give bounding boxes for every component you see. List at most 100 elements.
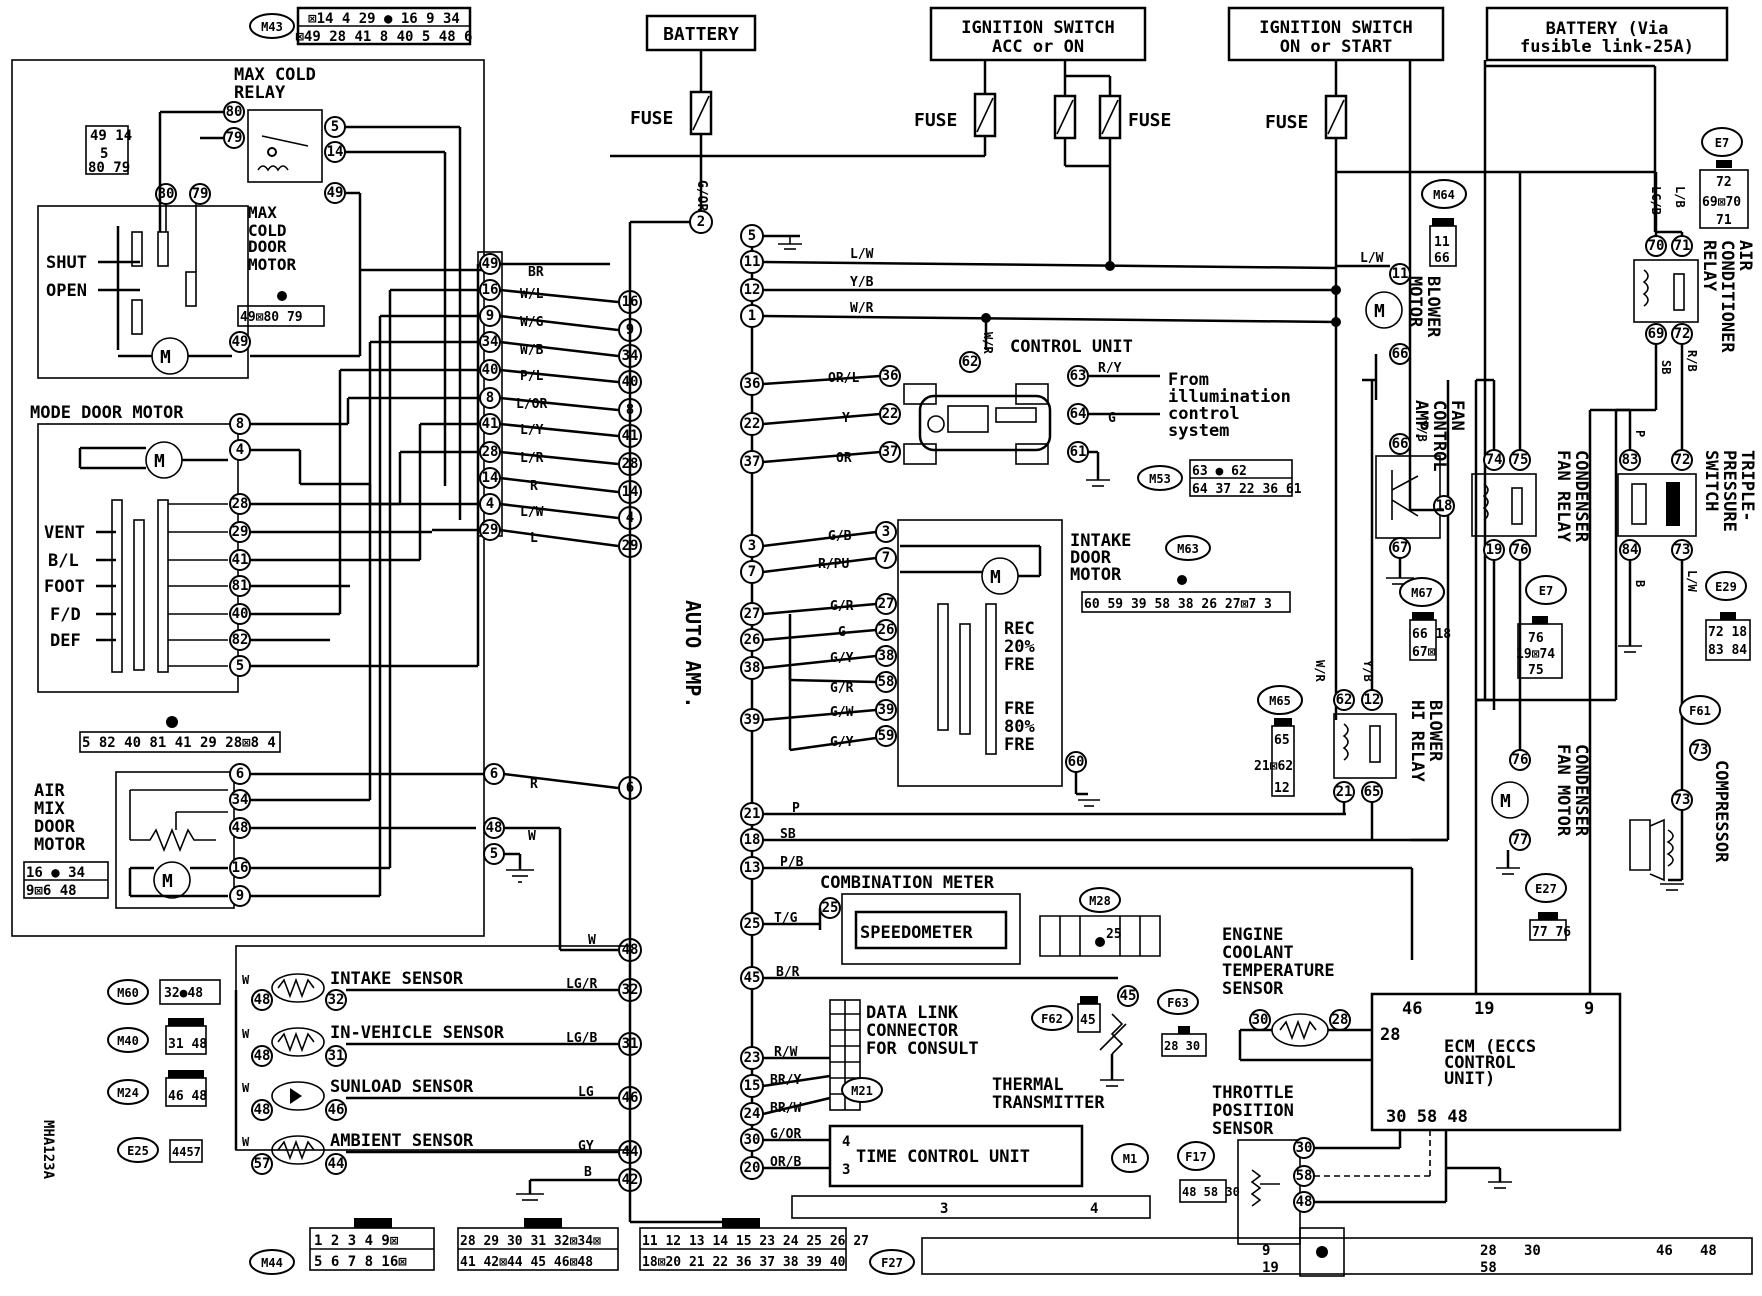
svg-text:4: 4 <box>1090 1201 1098 1217</box>
svg-text:CONTROL: CONTROL <box>1444 1053 1516 1073</box>
svg-text:G/Y: G/Y <box>830 735 854 750</box>
svg-text:28: 28 <box>232 496 249 512</box>
max-cold-wiring <box>158 110 488 520</box>
svg-text:L/W: L/W <box>520 505 544 520</box>
svg-text:M21: M21 <box>851 1084 873 1098</box>
svg-text:2: 2 <box>697 214 705 230</box>
svg-text:M65: M65 <box>1269 694 1291 708</box>
svg-text:⊠14 4 29 ● 16 9 34: ⊠14 4 29 ● 16 9 34 <box>308 11 460 27</box>
svg-text:MOTOR: MOTOR <box>1405 276 1425 328</box>
svg-text:5: 5 <box>748 228 756 244</box>
svg-text:F62: F62 <box>1041 1012 1063 1026</box>
svg-text:L/Y: L/Y <box>520 423 544 438</box>
svg-text:illumination: illumination <box>1168 387 1291 407</box>
svg-text:SENSOR: SENSOR <box>1222 979 1284 999</box>
svg-text:46 48: 46 48 <box>168 1089 207 1104</box>
svg-text:MAX COLD: MAX COLD <box>234 65 316 85</box>
svg-text:AMBIENT SENSOR: AMBIENT SENSOR <box>330 1131 474 1151</box>
svg-text:80 79: 80 79 <box>88 160 130 176</box>
svg-text:W/R: W/R <box>981 332 995 354</box>
svg-text:37: 37 <box>882 444 899 460</box>
svg-text:M40: M40 <box>117 1034 139 1048</box>
svg-text:48: 48 <box>254 992 271 1008</box>
svg-text:M1: M1 <box>1123 1152 1137 1166</box>
svg-text:22: 22 <box>882 406 899 422</box>
svg-text:5 82 40 81 41 29 28⊠8 4: 5 82 40 81 41 29 28⊠8 4 <box>82 735 276 751</box>
svg-text:W: W <box>242 1081 250 1095</box>
auto-amp-left-connector: 49 16 9 34 40 8 41 28 14 4 29 <box>477 251 503 541</box>
svg-text:69⊠70: 69⊠70 <box>1702 195 1741 210</box>
svg-text:61: 61 <box>1070 444 1087 460</box>
svg-text:COMPRESSOR: COMPRESSOR <box>1711 760 1731 863</box>
svg-text:MOTOR: MOTOR <box>34 835 86 855</box>
svg-text:W: W <box>242 1135 250 1149</box>
svg-text:30: 30 <box>744 1132 761 1148</box>
time-control-unit: 4 3 TIME CONTROL UNIT G/OR OR/B M1 3 4 <box>763 1124 1151 1219</box>
svg-text:F/D: F/D <box>50 605 81 625</box>
ecm: 46 19 9 28 ECM (ECCS CONTROL UNIT) 30 58… <box>1370 380 1622 1132</box>
svg-text:9: 9 <box>236 888 244 904</box>
svg-text:28: 28 <box>482 444 499 460</box>
svg-text:14: 14 <box>327 144 344 160</box>
svg-text:46: 46 <box>328 1102 345 1118</box>
svg-text:9: 9 <box>1584 999 1594 1019</box>
svg-text:49: 49 <box>482 256 499 272</box>
svg-text:REC: REC <box>1004 619 1035 639</box>
svg-text:FUSE: FUSE <box>1128 110 1171 131</box>
svg-text:GY: GY <box>578 1139 594 1154</box>
open-label: OPEN <box>46 281 87 301</box>
svg-text:58: 58 <box>878 674 895 690</box>
svg-text:8: 8 <box>486 390 494 406</box>
svg-text:E25: E25 <box>127 1144 149 1158</box>
svg-text:system: system <box>1168 421 1229 441</box>
svg-text:BLOWER: BLOWER <box>1423 276 1443 338</box>
svg-text:G/OR: G/OR <box>770 1127 801 1142</box>
svg-text:DATA LINK: DATA LINK <box>866 1003 959 1023</box>
svg-text:79: 79 <box>226 130 243 146</box>
svg-text:3: 3 <box>882 524 890 540</box>
svg-text:L/OR: L/OR <box>516 397 547 412</box>
svg-text:80: 80 <box>158 186 175 202</box>
svg-text:M43: M43 <box>261 20 283 34</box>
svg-text:66: 66 <box>1392 436 1409 452</box>
svg-text:22: 22 <box>744 416 761 432</box>
svg-text:R/Y: R/Y <box>1098 361 1122 376</box>
svg-text:45: 45 <box>1120 988 1137 1004</box>
svg-text:LG: LG <box>578 1085 594 1100</box>
svg-text:E7: E7 <box>1715 136 1729 150</box>
svg-text:23: 23 <box>744 1050 761 1066</box>
svg-text:27: 27 <box>878 596 895 612</box>
shut-label: SHUT <box>46 253 87 273</box>
svg-text:MOTOR: MOTOR <box>1070 565 1122 585</box>
svg-text:FUSE: FUSE <box>914 110 957 131</box>
thermal-transmitter: B/R 45 THERMAL TRANSMITTER F62 45 <box>763 965 1139 1113</box>
svg-text:CONDENSER: CONDENSER <box>1571 450 1591 543</box>
svg-text:75: 75 <box>1528 663 1544 678</box>
svg-text:40: 40 <box>482 362 499 378</box>
svg-text:MOTOR: MOTOR <box>248 255 297 274</box>
svg-text:12: 12 <box>1274 781 1290 796</box>
svg-text:R/W: R/W <box>774 1045 798 1060</box>
auto-amp-label: AUTO AMP. <box>681 600 705 708</box>
svg-text:66: 66 <box>1434 251 1450 266</box>
svg-text:P/B: P/B <box>780 855 804 870</box>
svg-text:R: R <box>530 777 538 792</box>
svg-text:12: 12 <box>744 282 761 298</box>
svg-text:59: 59 <box>878 728 895 744</box>
svg-text:20: 20 <box>744 1160 761 1176</box>
svg-text:SENSOR: SENSOR <box>1212 1119 1274 1139</box>
svg-text:G/R: G/R <box>830 681 854 696</box>
auto-amp-pins-right: 5 11 12 1 36 22 37 3 7 27 26 38 39 21 18… <box>740 224 764 1180</box>
combination-meter: COMBINATION METER 25 SPEEDOMETER T/G M28… <box>763 873 1161 965</box>
svg-text:73: 73 <box>1674 792 1691 808</box>
svg-text:1 2 3 4 9⊠: 1 2 3 4 9⊠ <box>314 1233 398 1249</box>
svg-text:M: M <box>990 567 1001 588</box>
battery-fusible-box: BATTERY (Via fusible link-25A) <box>1485 6 1729 62</box>
svg-text:30 58 48: 30 58 48 <box>1386 1107 1468 1127</box>
svg-text:29: 29 <box>482 522 499 538</box>
svg-text:DOOR: DOOR <box>1070 548 1112 568</box>
svg-text:46: 46 <box>1656 1243 1673 1259</box>
fuse-start: FUSE <box>1265 60 1657 720</box>
svg-text:49: 49 <box>232 334 249 350</box>
svg-text:9: 9 <box>1262 1243 1270 1259</box>
